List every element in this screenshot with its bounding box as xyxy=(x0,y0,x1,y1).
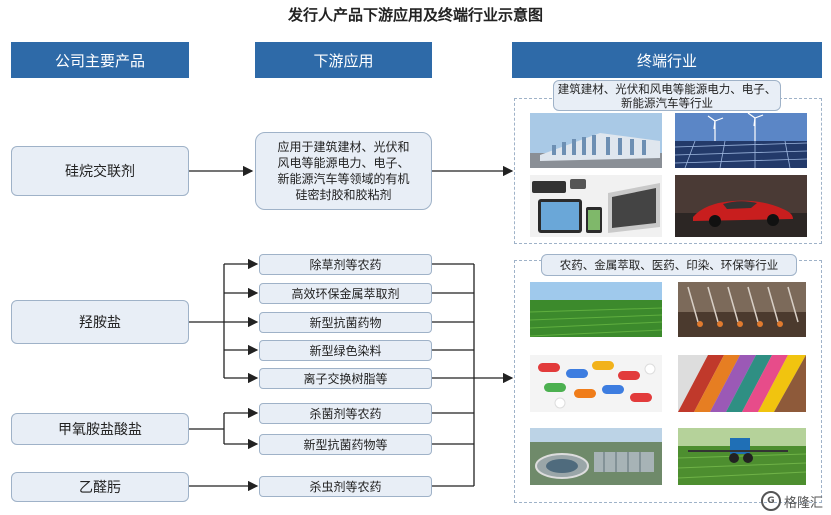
product-methoxyamine-hcl: 甲氧胺盐酸盐 xyxy=(11,413,189,445)
watermark-logo-icon: G xyxy=(760,491,781,511)
app-antibacterial: 新型抗菌药物 xyxy=(259,312,432,333)
app-silicone-line1: 应用于建筑建材、光伏和 xyxy=(277,140,410,154)
photo-textiles xyxy=(678,355,806,412)
app-silicone-line3: 新能源汽车等领域的有机 xyxy=(277,172,410,186)
photo-metal-extraction xyxy=(678,282,806,337)
app-fungicide: 杀菌剂等农药 xyxy=(259,403,432,424)
photo-electric-car xyxy=(675,175,807,237)
app-metal-extractant: 高效环保金属萃取剂 xyxy=(259,283,432,304)
header-terminal: 终端行业 xyxy=(512,42,822,78)
terminal-label-1-line1: 建筑建材、光伏和风电等能源电力、电子、 xyxy=(557,81,777,96)
product-hydroxylamine-salt: 羟胺盐 xyxy=(11,300,189,344)
photo-office-building xyxy=(530,113,662,168)
watermark-text: 格隆汇 xyxy=(783,495,823,511)
app-silicone-line4: 硅密封胶和胶粘剂 xyxy=(295,188,392,202)
terminal-label-1-line2: 新能源汽车等行业 xyxy=(621,95,713,110)
photo-water-treatment xyxy=(530,428,662,485)
header-downstream: 下游应用 xyxy=(255,42,432,78)
app-insecticide: 杀虫剂等农药 xyxy=(259,476,432,497)
app-ion-exchange-resin: 离子交换树脂等 xyxy=(259,368,432,389)
terminal-label-2: 农药、金属萃取、医药、印染、环保等行业 xyxy=(541,254,797,276)
product-silane-crosslinker: 硅烷交联剂 xyxy=(11,146,189,196)
photo-medicine-pills xyxy=(530,355,662,412)
app-silicone-sealant: 应用于建筑建材、光伏和 风电等能源电力、电子、 新能源汽车等领域的有机 硅密封胶… xyxy=(255,132,432,210)
app-herbicide: 除草剂等农药 xyxy=(259,254,432,275)
app-green-dye: 新型绿色染料 xyxy=(259,340,432,361)
product-acetaldoxime: 乙醛肟 xyxy=(11,472,189,502)
header-products: 公司主要产品 xyxy=(11,42,189,78)
photo-farm-field xyxy=(530,282,662,337)
watermark: G 格隆汇 xyxy=(760,491,823,511)
photo-crop-spraying xyxy=(678,428,806,485)
photo-solar-wind xyxy=(675,113,807,168)
photo-electronics xyxy=(530,175,662,237)
app-silicone-line2: 风电等能源电力、电子、 xyxy=(277,156,410,170)
diagram-title: 发行人产品下游应用及终端行业示意图 xyxy=(287,6,543,24)
terminal-label-1: 建筑建材、光伏和风电等能源电力、电子、 新能源汽车等行业 xyxy=(553,80,781,111)
app-antibacterial-etc: 新型抗菌药物等 xyxy=(259,434,432,455)
